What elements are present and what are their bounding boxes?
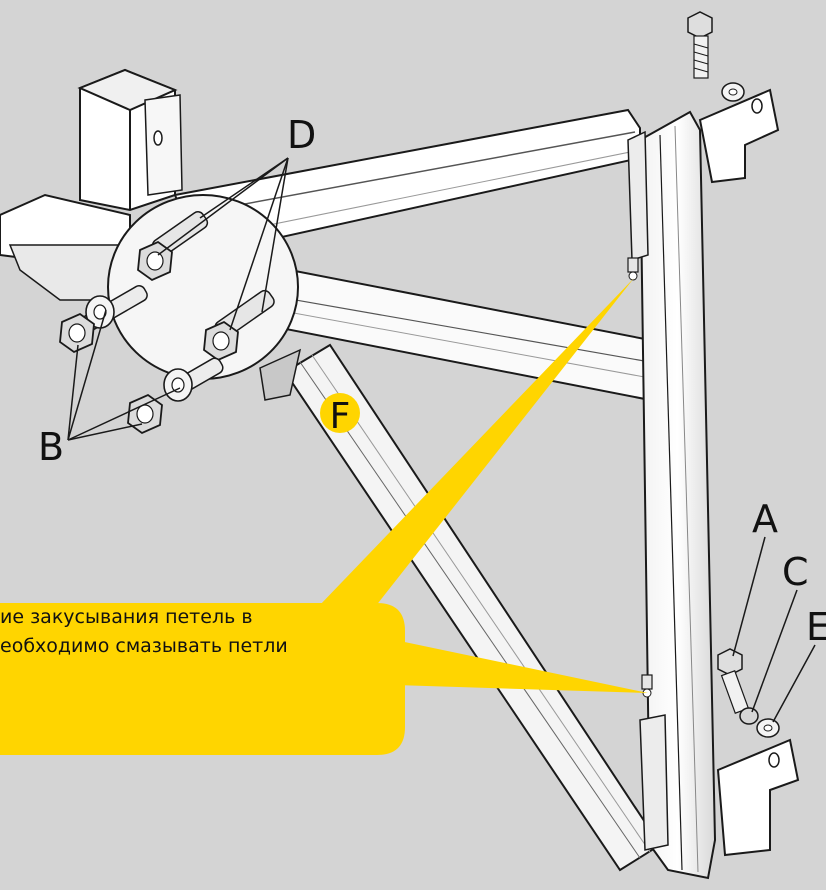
washer-c bbox=[739, 707, 759, 725]
callout-text: ие закусывания петель в еобходимо смазыв… bbox=[0, 603, 400, 661]
grease-fitting-lower bbox=[641, 674, 653, 698]
callout-line-1: ие закусывания петель в bbox=[0, 606, 253, 628]
label-c: C bbox=[782, 550, 809, 594]
motor-housing bbox=[77, 68, 183, 212]
callout-line-2: еобходимо смазывать петли bbox=[0, 635, 288, 657]
vertical-post bbox=[627, 110, 717, 880]
bolt-d-lower bbox=[203, 289, 275, 362]
label-d: D bbox=[287, 113, 316, 157]
label-e: E bbox=[806, 605, 826, 649]
f-marker: F bbox=[320, 393, 360, 437]
bolt-a bbox=[717, 648, 750, 714]
label-f: F bbox=[330, 396, 351, 437]
label-a: A bbox=[752, 497, 778, 541]
washer-e bbox=[756, 718, 780, 738]
diagonal-brace bbox=[283, 343, 662, 872]
bottom-mount-bracket bbox=[716, 738, 800, 857]
top-mount-bracket bbox=[698, 88, 780, 184]
bolt-b-upper bbox=[59, 285, 148, 354]
leader-lines-d bbox=[157, 157, 289, 331]
left-beam-end bbox=[0, 193, 131, 301]
leader-lines-b bbox=[67, 309, 181, 441]
callout-pointers bbox=[318, 278, 648, 693]
top-bolt bbox=[687, 11, 745, 102]
grease-fitting-upper bbox=[627, 257, 639, 281]
callout-box bbox=[0, 603, 405, 755]
leader-lines-ace bbox=[732, 536, 816, 723]
label-b: B bbox=[38, 425, 64, 469]
